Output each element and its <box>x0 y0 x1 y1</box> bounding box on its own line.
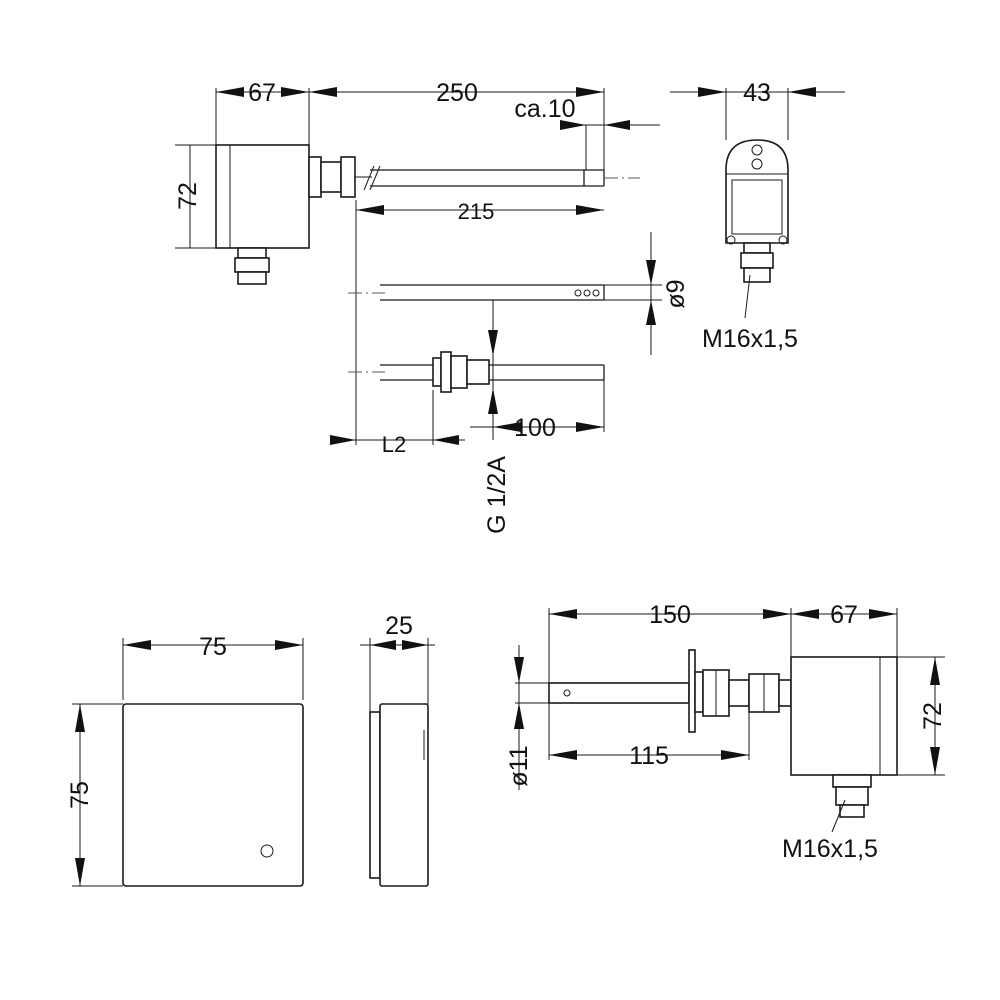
immersion-housing <box>790 656 898 776</box>
dim-depth-43: 43 <box>743 79 771 107</box>
dim-height-72-b: 72 <box>919 702 947 730</box>
dim-housing-67: 67 <box>830 601 858 629</box>
dim-width-67: 67 <box>248 79 276 107</box>
housing-body <box>215 144 310 249</box>
room-sensor-front-view: 75 75 <box>66 633 304 887</box>
dim-length-250: 250 <box>436 79 478 107</box>
dim-diameter-11: ø11 <box>505 745 533 786</box>
gland-thread-label: M16x1,5 <box>702 325 798 353</box>
dim-thread-100: 100 <box>514 414 556 442</box>
immersion-probe-view: 150 67 72 ø11 115 M16x1,5 <box>505 601 947 863</box>
dim-depth-25: 25 <box>385 612 413 640</box>
dim-l2: L2 <box>382 432 406 457</box>
duct-probe-side-view: 67 250 ca.10 72 215 <box>174 79 660 445</box>
dim-width-75: 75 <box>199 633 227 661</box>
room-sensor-body <box>122 703 304 887</box>
thread-size-label: G 1/2A <box>483 456 511 534</box>
dim-diameter-9: ø9 <box>662 279 690 308</box>
dim-probe-215: 215 <box>458 199 495 224</box>
gland-thread-label-b: M16x1,5 <box>782 835 878 863</box>
dim-height-72: 72 <box>174 182 202 210</box>
room-sensor-side-view: 25 <box>360 612 435 887</box>
dim-tip-ca10: ca.10 <box>514 95 575 123</box>
threaded-fitting-detail: L2 100 G 1/2A <box>330 300 605 534</box>
dim-probe-150: 150 <box>649 601 691 629</box>
housing-front-view: 43 M16x1,5 <box>670 79 845 353</box>
dim-height-75: 75 <box>66 781 94 809</box>
cable-gland <box>234 247 270 285</box>
probe-tip-detail: ø9 <box>348 232 690 355</box>
dim-insertion-115: 115 <box>629 742 669 770</box>
